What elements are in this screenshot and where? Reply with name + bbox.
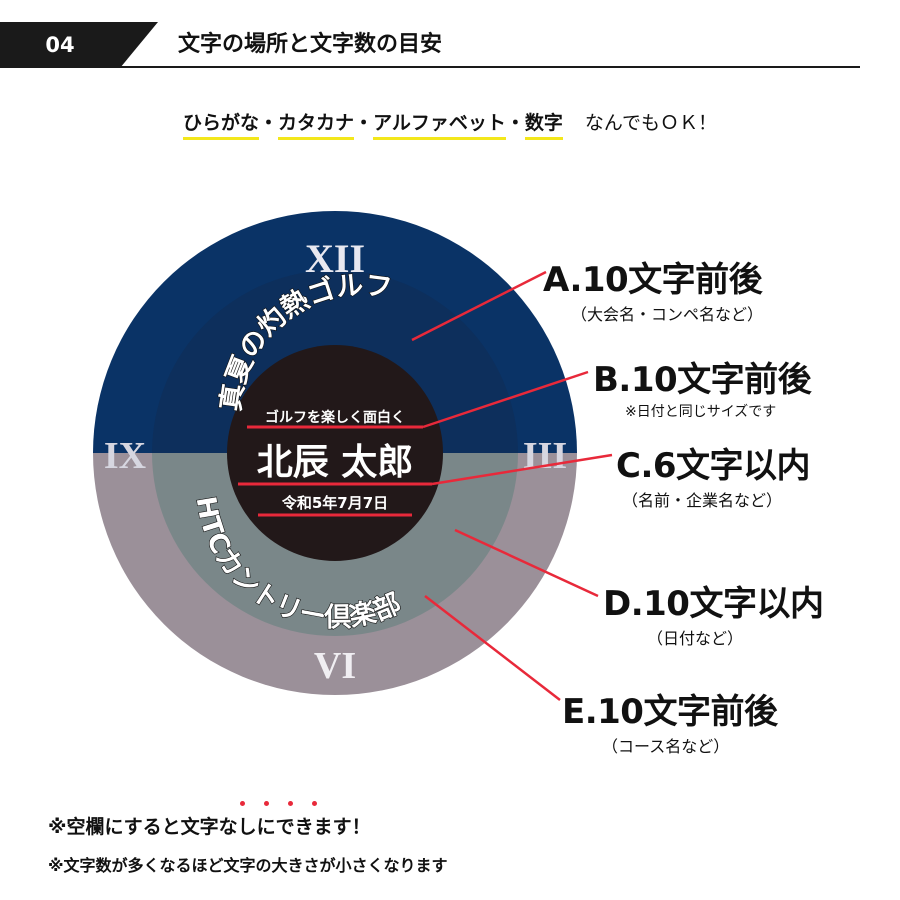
emphasis-dot — [288, 801, 293, 806]
type-hiragana: ひらがな — [183, 112, 260, 140]
label-d: D.10文字以内 （日付など） — [603, 576, 824, 649]
label-e-title: E.10文字前後 — [562, 692, 778, 732]
type-katakana: カタカナ — [278, 112, 355, 140]
label-c-sub: （名前・企業名など） — [622, 491, 783, 510]
numeral-ix: IX — [104, 435, 146, 477]
type-alphabet: アルファベット — [373, 112, 506, 140]
section-number-tab — [120, 22, 158, 68]
section-header: 04 文字の場所と文字数の目安 — [0, 22, 860, 68]
character-types-line: ひらがな・カタカナ・アルファベット・数字なんでもＯＫ！ — [0, 108, 900, 140]
leader-line-a — [411, 270, 547, 342]
sample-name: 北辰 太郎 — [257, 442, 414, 483]
sample-small-line: ゴルフを楽しく面白く — [265, 409, 405, 426]
section-number: 04 — [45, 33, 75, 57]
label-d-title: D.10文字以内 — [603, 584, 824, 624]
label-d-sub: （日付など） — [647, 629, 744, 648]
types-ok-text: なんでもＯＫ！ — [584, 112, 717, 134]
label-c: C.6文字以内 （名前・企業名など） — [616, 438, 811, 511]
sample-date: 令和5年7月7日 — [282, 494, 388, 512]
type-numbers: 数字 — [524, 112, 563, 140]
label-c-title: C.6文字以内 — [616, 446, 811, 486]
label-b: B.10文字前後 ※日付と同じサイズです — [593, 352, 812, 421]
numeral-vi: VI — [314, 645, 356, 687]
section-number-box — [0, 22, 120, 68]
type-separator: ・ — [259, 112, 279, 134]
leader-line-c — [431, 453, 613, 486]
emphasis-dot — [264, 801, 269, 806]
note-size-shrink: ※文字数が多くなるほど文字の大きさが小さくなります — [48, 856, 448, 875]
note-blank-allowed: ※空欄にすると文字なしにできます！ — [48, 816, 371, 838]
leader-line-e — [424, 595, 561, 701]
label-a-title: A.10文字前後 — [543, 260, 763, 300]
leader-line-d — [454, 528, 599, 598]
emphasis-dot — [240, 801, 245, 806]
emphasis-dot — [312, 801, 317, 806]
label-a-sub: （大会名・コンペ名など） — [571, 305, 764, 324]
section-title: 文字の場所と文字数の目安 — [178, 32, 443, 57]
type-separator: ・ — [354, 112, 374, 134]
numeral-iii: III — [523, 435, 567, 477]
numeral-xii: XII — [305, 236, 365, 281]
label-b-title: B.10文字前後 — [593, 360, 812, 400]
label-e: E.10文字前後 （コース名など） — [562, 684, 778, 757]
header-underline — [120, 66, 860, 68]
label-b-sub: ※日付と同じサイズです — [625, 404, 777, 420]
label-a: A.10文字前後 （大会名・コンペ名など） — [543, 252, 763, 325]
type-separator: ・ — [505, 112, 525, 134]
center-disc — [227, 345, 443, 561]
label-e-sub: （コース名など） — [602, 737, 730, 756]
leader-line-b — [422, 370, 589, 429]
